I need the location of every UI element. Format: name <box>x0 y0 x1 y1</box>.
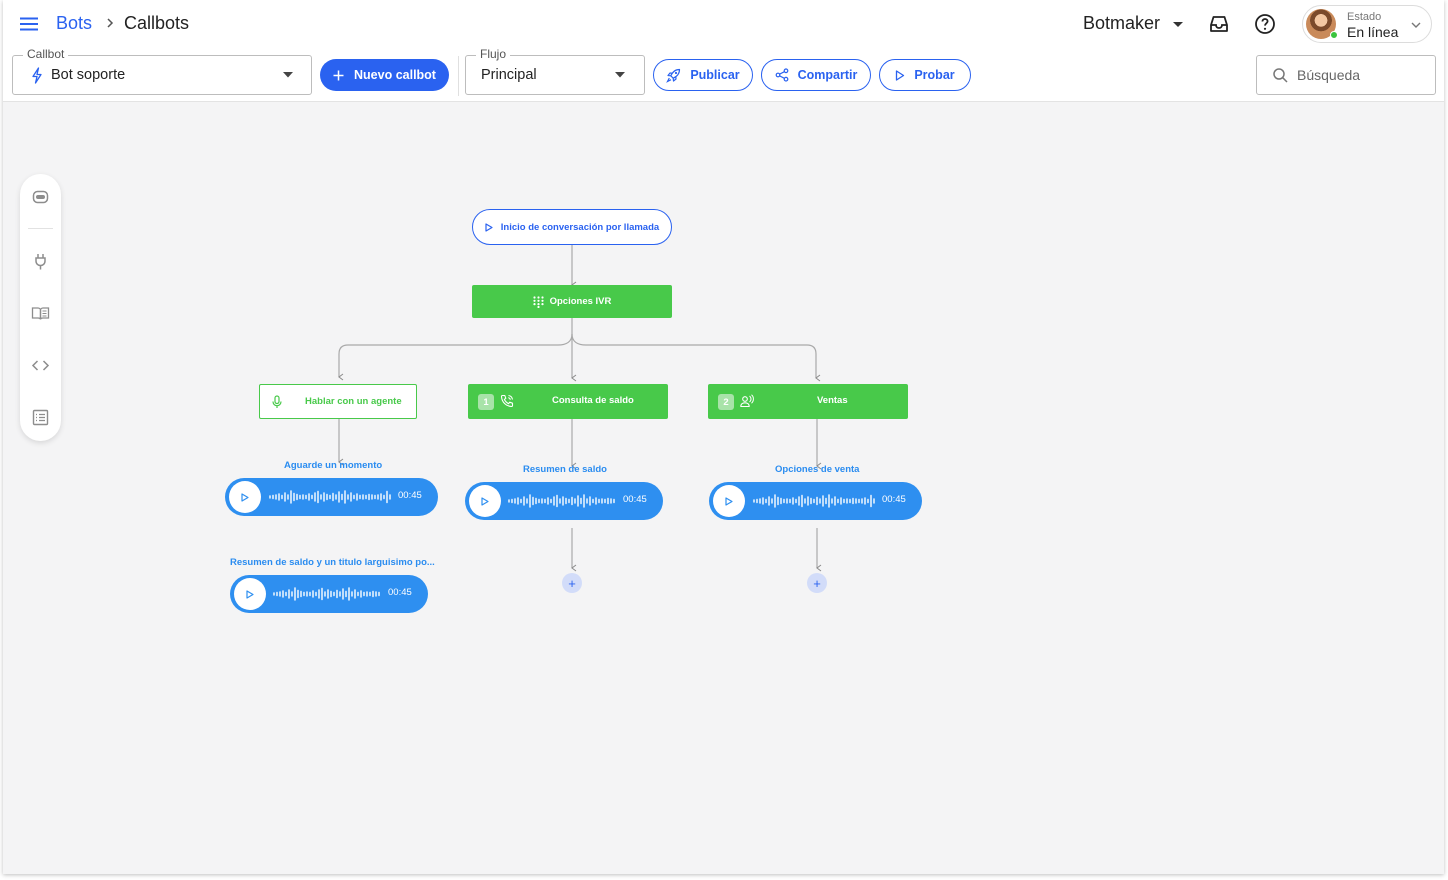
top-header: Bots Callbots Botmaker Estado En línea <box>3 0 1444 48</box>
add-step-button[interactable]: + <box>807 573 827 593</box>
dialpad-icon <box>533 295 544 308</box>
ivr-options-label: Opciones IVR <box>549 296 612 307</box>
audio-duration: 00:45 <box>623 494 647 505</box>
audio-player[interactable]: 00:45 <box>230 575 428 613</box>
app-window: Bots Callbots Botmaker Estado En línea <box>3 0 1444 874</box>
plus-icon <box>333 70 344 80</box>
chevron-right-icon <box>107 18 114 28</box>
inbox-icon[interactable] <box>1207 12 1231 36</box>
talk-to-agent-node[interactable]: Hablar con un agente <box>259 384 417 419</box>
menu-icon[interactable] <box>17 12 41 36</box>
play-icon <box>241 492 249 502</box>
caret-down-icon <box>615 72 625 78</box>
phone-call-icon <box>500 394 514 408</box>
play-button[interactable] <box>713 485 745 517</box>
play-button[interactable] <box>229 481 261 513</box>
audio-duration: 00:45 <box>882 494 906 505</box>
status-selector[interactable]: Estado En línea <box>1302 5 1432 43</box>
side-tool-panel <box>20 174 61 441</box>
play-icon <box>481 496 489 506</box>
balance-inquiry-label: Consulta de saldo <box>552 395 634 406</box>
callbot-select-label: Callbot <box>23 47 69 61</box>
share-icon <box>775 68 789 82</box>
play-icon <box>246 589 254 599</box>
caret-down-icon[interactable] <box>1171 17 1185 31</box>
code-icon[interactable] <box>31 356 50 375</box>
bot-icon[interactable] <box>31 187 50 206</box>
flow-select[interactable]: Flujo Principal <box>465 47 645 95</box>
search-input[interactable] <box>1297 64 1427 86</box>
play-icon <box>485 222 493 232</box>
online-status-dot <box>1330 31 1338 39</box>
search-box[interactable] <box>1256 55 1436 95</box>
talk-to-agent-label: Hablar con un agente <box>305 396 402 407</box>
add-step-button[interactable]: + <box>562 573 582 593</box>
status-label: Estado <box>1347 11 1382 23</box>
audio-title: Resumen de saldo <box>523 464 607 475</box>
waveform <box>508 494 615 508</box>
rocket-icon <box>666 68 681 83</box>
waveform <box>269 490 391 504</box>
audio-title: Resumen de saldo y un titulo larguisimo … <box>230 557 435 568</box>
lightning-icon <box>32 67 42 84</box>
audio-title: Opciones de venta <box>775 464 860 475</box>
start-node[interactable]: Inicio de conversación por llamada <box>472 209 672 245</box>
play-button[interactable] <box>469 485 501 517</box>
breadcrumb-bots-link[interactable]: Bots <box>56 13 93 33</box>
list-icon[interactable] <box>31 408 50 427</box>
flow-select-value: Principal <box>481 67 537 83</box>
toolbar-divider <box>458 56 459 96</box>
caret-down-icon <box>283 72 293 78</box>
new-callbot-button[interactable]: Nuevo callbot <box>320 59 449 91</box>
audio-duration: 00:45 <box>388 587 412 598</box>
play-icon <box>725 496 733 506</box>
start-node-label: Inicio de conversación por llamada <box>500 221 660 233</box>
share-button[interactable]: Compartir <box>761 59 871 91</box>
plug-icon[interactable] <box>31 252 50 271</box>
option-number-badge: 2 <box>718 394 734 410</box>
test-button[interactable]: Probar <box>879 59 971 91</box>
status-value: En línea <box>1347 24 1399 40</box>
publish-button[interactable]: Publicar <box>653 59 753 91</box>
audio-title: Aguarde un momento <box>284 460 383 471</box>
new-callbot-label: Nuevo callbot <box>354 68 436 82</box>
audio-player[interactable]: 00:45 <box>225 478 438 516</box>
page-title: Callbots <box>124 13 190 33</box>
waveform <box>753 494 875 508</box>
audio-player[interactable]: 00:45 <box>709 482 922 520</box>
callbot-select[interactable]: Callbot Bot soporte <box>12 47 312 95</box>
sales-label: Ventas <box>817 395 848 406</box>
flow-canvas[interactable]: Inicio de conversación por llamada Opcio… <box>3 101 1444 874</box>
test-label: Probar <box>914 68 955 82</box>
waveform <box>273 587 380 601</box>
audio-player[interactable]: 00:45 <box>465 482 663 520</box>
ivr-options-node[interactable]: Opciones IVR <box>472 285 672 318</box>
share-label: Compartir <box>797 68 858 82</box>
book-icon[interactable] <box>31 304 50 323</box>
side-divider <box>28 228 53 229</box>
play-icon <box>896 69 905 81</box>
play-button[interactable] <box>234 578 266 610</box>
workspace-selector[interactable]: Botmaker <box>1083 13 1161 33</box>
sales-node[interactable]: 2 Ventas <box>708 384 908 419</box>
microphone-icon <box>272 395 282 408</box>
person-voice-icon <box>740 394 754 408</box>
option-number-badge: 1 <box>478 394 494 410</box>
chevron-down-icon <box>1411 22 1421 28</box>
callbot-select-value: Bot soporte <box>51 67 126 83</box>
flow-select-label: Flujo <box>476 47 511 61</box>
help-icon[interactable] <box>1253 12 1277 36</box>
search-icon <box>1273 68 1288 83</box>
publish-label: Publicar <box>690 68 740 82</box>
audio-duration: 00:45 <box>398 490 422 501</box>
balance-inquiry-node[interactable]: 1 Consulta de saldo <box>468 384 668 419</box>
